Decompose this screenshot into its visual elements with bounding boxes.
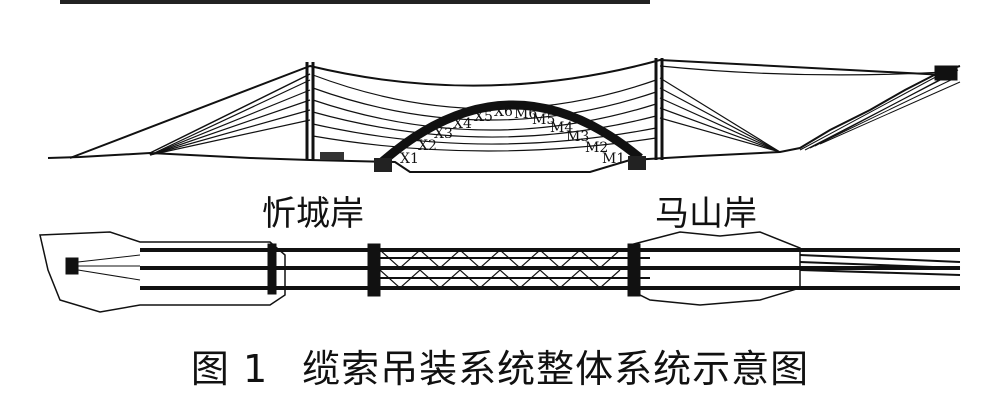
caption-number: 图 1 bbox=[190, 347, 269, 391]
anchorage-right bbox=[799, 65, 961, 151]
arch-segment-label-x2: X2 bbox=[418, 138, 437, 154]
arch-abutment-left bbox=[374, 158, 392, 172]
arch-segment-label-x4: X4 bbox=[453, 116, 472, 132]
bridge-plan-view bbox=[39, 231, 961, 313]
figure-caption: 图 1 缆索吊装系统整体系统示意图 bbox=[0, 338, 1000, 393]
arch-segment-label-m6: M6 bbox=[514, 106, 537, 122]
arch-segment-label-m5: M5 bbox=[532, 112, 555, 128]
arch-segment-label-x5: X5 bbox=[474, 109, 493, 125]
bank-label-right: 马山岸 bbox=[655, 194, 757, 234]
equipment-block bbox=[320, 152, 344, 160]
arch-segment-label-m3: M3 bbox=[566, 129, 589, 145]
bank-label-left: 忻城岸 bbox=[262, 194, 364, 234]
main-cable bbox=[69, 58, 946, 159]
caption-text: 缆索吊装系统整体系统示意图 bbox=[302, 347, 810, 391]
arch-rib bbox=[379, 100, 643, 166]
backstay-cables-left bbox=[149, 79, 311, 156]
arch-segment-label-x3: X3 bbox=[434, 126, 453, 142]
arch-segment-label-x6: X6 bbox=[494, 104, 513, 120]
arch-abutment-right bbox=[628, 156, 646, 170]
arch-segment-label-m4: M4 bbox=[550, 120, 573, 136]
backstay-cables-right bbox=[659, 65, 946, 153]
arch-segment-label-m2: M2 bbox=[585, 140, 608, 156]
arch-segment-label-x1: X1 bbox=[400, 151, 419, 167]
arch-segment-label-m1: M1 bbox=[602, 151, 625, 167]
cropped-text-strip bbox=[60, 0, 650, 4]
